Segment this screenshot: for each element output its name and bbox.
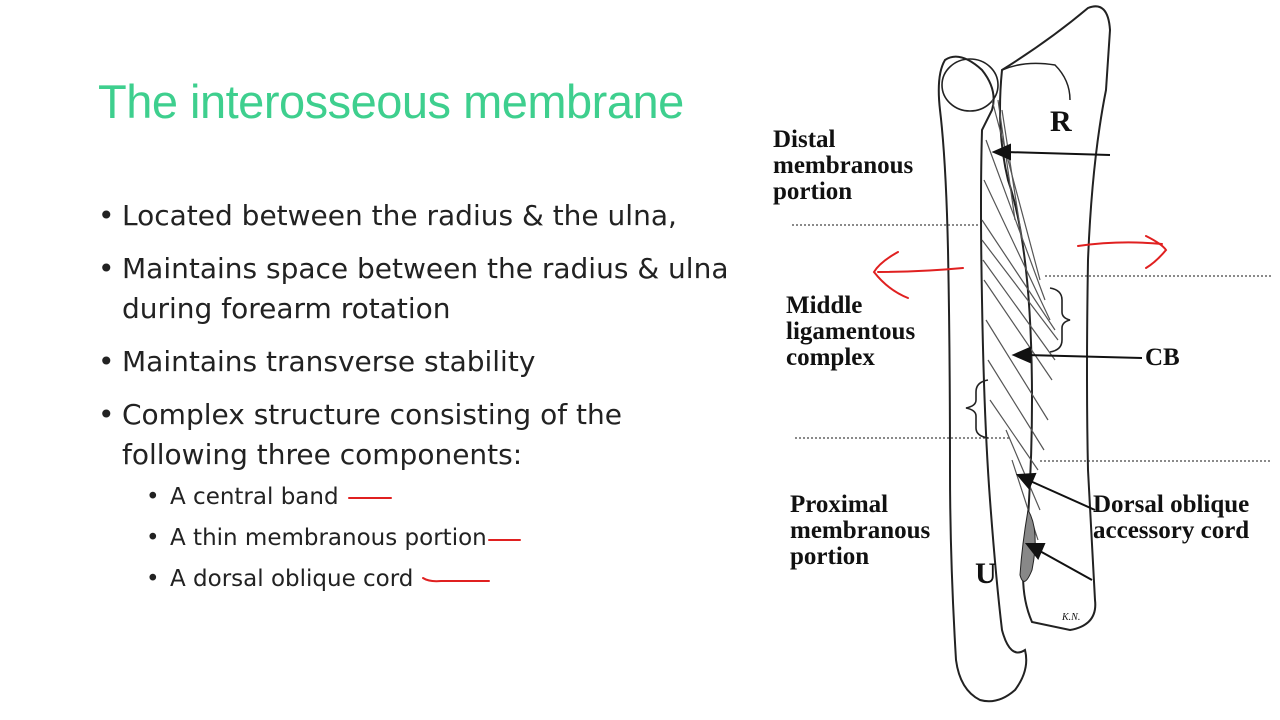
label-distal-line3: portion <box>773 178 853 205</box>
label-distal-line1: Distal <box>773 126 836 153</box>
bullet-text: Maintains transverse stability <box>122 345 536 378</box>
label-radius: R <box>1050 105 1072 138</box>
anatomy-figure: Distal membranous portion Middle ligamen… <box>770 0 1280 720</box>
label-middle-line1: Middle <box>786 292 863 319</box>
sub-bullet-list: A central band A thin membranous portion… <box>122 477 738 600</box>
forearm-bones-drawing <box>792 5 1272 703</box>
label-dorsal-line2: accessory cord <box>1093 517 1250 544</box>
label-dorsal-line1: Dorsal oblique <box>1093 491 1250 518</box>
red-annotation-stroke <box>421 576 490 582</box>
slide-title: The interosseous membrane <box>98 75 684 128</box>
label-proximal-line2: membranous <box>790 517 931 544</box>
bullet-item: Maintains transverse stability <box>98 342 738 382</box>
label-ulna: U <box>975 557 997 590</box>
sub-bullet-text: A dorsal oblique cord <box>170 566 414 592</box>
label-middle-line3: complex <box>786 344 875 371</box>
bullet-item: Complex structure consisting of the foll… <box>98 395 738 600</box>
sub-bullet-item: A dorsal oblique cord <box>146 559 738 600</box>
label-proximal-line1: Proximal <box>790 491 889 518</box>
bullet-item: Maintains space between the radius & uln… <box>98 249 738 329</box>
label-artist-signature: K.N. <box>1062 612 1081 623</box>
red-annotation-stroke <box>347 496 392 499</box>
bullet-list: Located between the radius & the ulna, M… <box>98 196 738 613</box>
label-middle-line2: ligamentous <box>786 318 916 345</box>
sub-bullet-text: A central band <box>170 484 339 510</box>
sub-bullet-item: A thin membranous portion <box>146 518 738 559</box>
label-proximal-line3: portion <box>790 543 870 570</box>
bullet-text: Located between the radius & the ulna, <box>122 199 677 232</box>
label-central-band: CB <box>1145 344 1180 371</box>
label-distal-line2: membranous <box>773 152 914 179</box>
bullet-item: Located between the radius & the ulna, <box>98 196 738 236</box>
bullet-text: Maintains space between the radius & uln… <box>122 252 729 325</box>
sub-bullet-item: A central band <box>146 477 738 518</box>
sub-bullet-text: A thin membranous portion <box>170 525 487 551</box>
bullet-text: Complex structure consisting of the foll… <box>122 398 622 471</box>
red-annotation-stroke <box>487 538 521 541</box>
